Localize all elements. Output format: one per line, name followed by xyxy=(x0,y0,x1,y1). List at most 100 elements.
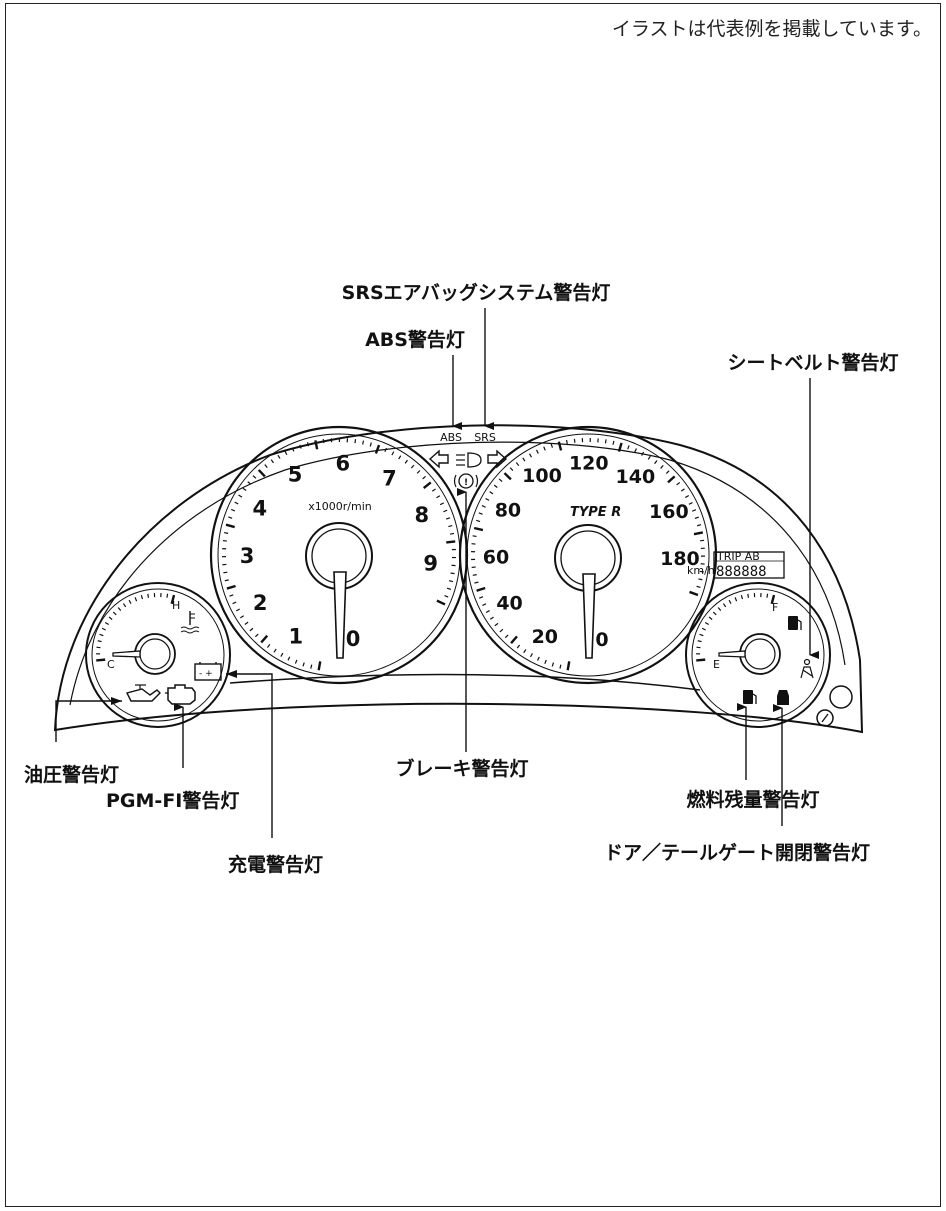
abs-indicator: ABS xyxy=(440,431,462,444)
fuel-tick xyxy=(740,595,744,600)
fuel-tick xyxy=(717,607,722,611)
speed-tick xyxy=(693,531,704,536)
speed-tick xyxy=(660,464,664,469)
type-r-logo: TYPE R xyxy=(570,505,621,520)
speed-tick xyxy=(523,649,527,654)
speed-tick xyxy=(627,445,630,450)
label-oil: 油圧警告灯 xyxy=(24,763,119,786)
brake-warning-icon: ! xyxy=(453,473,479,489)
tach-tick xyxy=(398,455,402,460)
temp-tick xyxy=(108,616,113,620)
speed-tick xyxy=(685,495,690,499)
speed-tick xyxy=(493,484,498,489)
tach-tick xyxy=(224,579,229,582)
speed-tick xyxy=(499,628,504,633)
temp-tick xyxy=(97,640,102,643)
tach-tick xyxy=(294,659,298,664)
temp-tick xyxy=(117,607,122,611)
right-turn-arrow-icon xyxy=(487,449,508,469)
tach-tick xyxy=(391,451,395,456)
speed-tick xyxy=(476,519,481,523)
speed-tick xyxy=(509,467,514,471)
tach-number: 7 xyxy=(382,466,397,490)
tach-ticks xyxy=(222,437,456,671)
engine-icon xyxy=(165,684,196,705)
tach-tick xyxy=(439,502,445,506)
tach-tick xyxy=(362,440,365,445)
speed-tick xyxy=(559,664,562,669)
tach-tick xyxy=(436,599,446,606)
speed-tick xyxy=(696,524,702,527)
temp-tick xyxy=(140,595,144,600)
speed-number: 80 xyxy=(495,499,521,521)
tach-tick xyxy=(249,627,254,632)
fuel-tick xyxy=(696,646,701,649)
speed-ticks xyxy=(471,438,706,671)
temp-tick xyxy=(170,594,176,605)
odometer-display: TRIP AB 888888 xyxy=(713,550,785,580)
low-fuel-icon xyxy=(743,690,757,704)
tach-tick xyxy=(446,540,456,544)
speed-tick xyxy=(688,501,693,505)
label-pgmfi: PGM-FI警告灯 xyxy=(106,789,239,812)
tach-tick xyxy=(226,584,236,590)
trip-label: TRIP AB xyxy=(716,550,760,563)
tach-tick xyxy=(223,571,228,574)
fuel-tick xyxy=(701,627,706,631)
speed-tick xyxy=(503,472,512,481)
fuel-tick xyxy=(699,633,704,637)
high-beam-icon xyxy=(456,452,482,468)
speed-tick xyxy=(676,481,681,486)
speed-number: 180 xyxy=(660,548,700,570)
fuel-tick xyxy=(734,597,738,602)
tach-tick xyxy=(310,664,313,669)
speed-tick xyxy=(522,457,526,462)
fuel-tick xyxy=(722,603,727,608)
speed-tick xyxy=(529,653,533,658)
tach-needle xyxy=(333,571,347,659)
illustration-note: イラストは代表例を掲載しています。 xyxy=(611,18,932,40)
left-turn-arrow-icon xyxy=(428,449,449,469)
tach-tick xyxy=(266,644,271,648)
fuel-f-label: F xyxy=(772,601,778,614)
tach-tick xyxy=(287,656,291,661)
speed-tick xyxy=(536,656,540,661)
temperature-gauge: H C - + xyxy=(85,582,231,728)
brightness-knob-icon xyxy=(816,709,834,727)
speed-tick xyxy=(604,439,607,444)
speed-tick xyxy=(472,535,477,538)
fuel-tick xyxy=(728,599,732,604)
tach-tick xyxy=(322,438,325,444)
tach-tick xyxy=(257,469,266,478)
tach-tick xyxy=(264,464,268,469)
fuel-needle xyxy=(718,650,746,658)
speed-tick xyxy=(515,462,520,467)
tach-tick xyxy=(299,444,302,449)
temp-tick xyxy=(122,603,127,608)
speed-tick xyxy=(479,596,484,599)
cluster-housing xyxy=(53,424,864,734)
speed-tick xyxy=(557,441,563,451)
oil-can-icon xyxy=(125,684,161,702)
fuel-e-label: E xyxy=(713,658,720,671)
fuel-pump-icon xyxy=(788,616,802,630)
tach-tick xyxy=(354,439,357,444)
tach-tick xyxy=(445,517,451,520)
tach-tick xyxy=(252,475,257,479)
speed-tick xyxy=(634,448,637,453)
temp-c-label: C xyxy=(107,658,115,671)
speed-tick xyxy=(699,570,704,573)
tach-number: 8 xyxy=(414,503,429,527)
tach-tick xyxy=(234,501,239,505)
fuel-ticks xyxy=(696,593,776,662)
temp-tick xyxy=(101,627,106,631)
temp-tick xyxy=(147,593,150,598)
speed-tick xyxy=(667,475,676,484)
tach-number: 2 xyxy=(253,591,268,615)
speed-tick xyxy=(691,509,697,512)
speed-tick xyxy=(566,661,571,671)
speed-tick xyxy=(476,586,486,592)
